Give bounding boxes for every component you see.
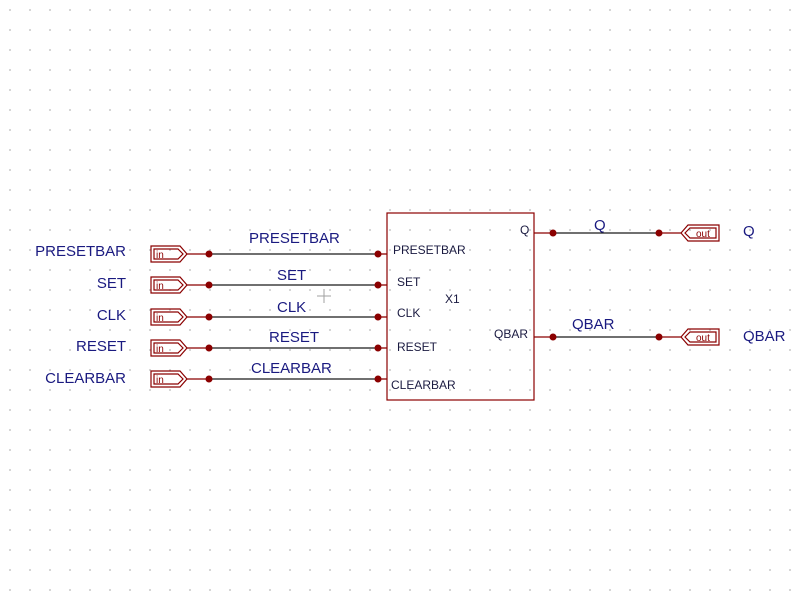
net-label-presetbar: PRESETBAR [249,230,340,247]
pin-label-set: SET [397,275,421,289]
input-port-presetbar[interactable]: in [150,245,188,263]
pin-label-qbar: QBAR [494,327,528,341]
port-name-set: SET [97,275,126,292]
port-type-text: out [696,229,710,240]
port-type-text: out [696,333,710,344]
input-port-set[interactable]: in [150,276,188,294]
junction-dot [205,344,213,352]
part-reference: X1 [445,292,460,306]
input-port-clearbar[interactable]: in [150,370,188,388]
net-label-clearbar: CLEARBAR [251,360,332,377]
port-type-text: in [156,344,164,355]
junction-dot [655,229,663,237]
pin-label-presetbar: PRESETBAR [393,243,466,257]
port-type-text: in [156,375,164,386]
crosshair-cursor-icon [317,289,331,303]
port-type-text: in [156,250,164,261]
junction-dot [374,344,382,352]
net-label-qbar: QBAR [572,316,615,333]
output-port-q[interactable]: out [680,224,720,242]
junction-dot [549,333,557,341]
junction-dot [205,313,213,321]
pin-label-clk: CLK [397,306,420,320]
output-port-qbar[interactable]: out [680,328,720,346]
junction-dot [374,281,382,289]
part-x1[interactable]: X1 PRESETBAR SET CLK RESET CLEARBAR Q QB… [378,212,553,401]
net-label-clk: CLK [277,299,306,316]
junction-dot [374,375,382,383]
junction-dot [549,229,557,237]
port-name-clearbar: CLEARBAR [45,370,126,387]
pin-label-clearbar: CLEARBAR [391,378,456,392]
input-port-clk[interactable]: in [150,308,188,326]
junction-dot [205,375,213,383]
pin-label-q: Q [520,223,529,237]
junction-dot [374,313,382,321]
junction-dot [655,333,663,341]
part-body[interactable] [386,212,535,401]
port-name-clk: CLK [97,307,126,324]
port-name-presetbar: PRESETBAR [35,243,126,260]
net-label-reset: RESET [269,329,319,346]
input-port-reset[interactable]: in [150,339,188,357]
port-type-text: in [156,313,164,324]
port-name-q: Q [743,223,755,240]
junction-dot [205,250,213,258]
junction-dot [374,250,382,258]
net-label-set: SET [277,267,306,284]
port-type-text: in [156,281,164,292]
net-label-q: Q [594,217,606,234]
port-name-qbar: QBAR [743,328,786,345]
pin-label-reset: RESET [397,340,438,354]
port-name-reset: RESET [76,338,126,355]
junction-dot [205,281,213,289]
